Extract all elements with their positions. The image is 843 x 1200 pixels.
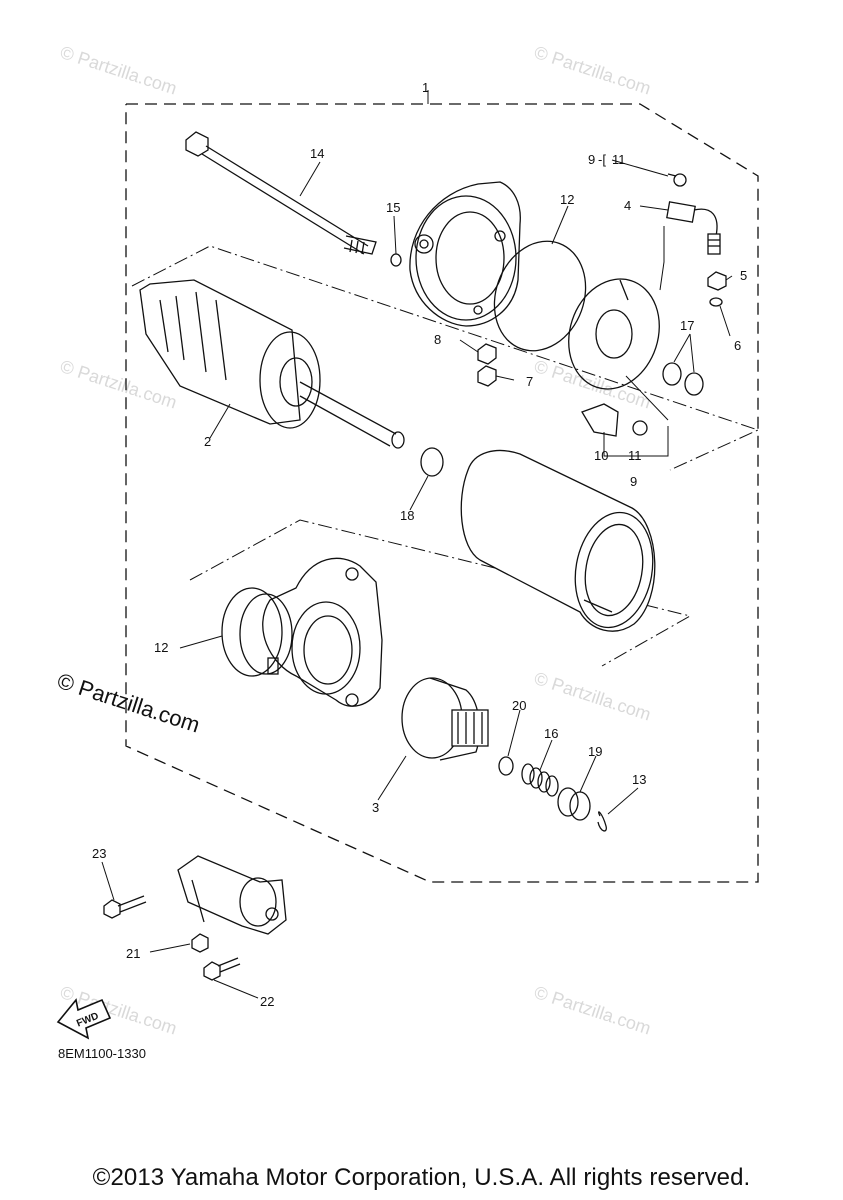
callout-18: 18	[400, 508, 414, 523]
rear-cover	[409, 181, 521, 327]
washer-6	[709, 297, 723, 307]
callout-14: 14	[310, 146, 324, 161]
callout-3: 3	[372, 800, 379, 815]
callout-9-bottom: 9	[630, 474, 637, 489]
callout-12-lower: 12	[154, 640, 168, 655]
callout-17: 17	[680, 318, 694, 333]
callout-1: 1	[422, 80, 429, 95]
callout-23: 23	[92, 846, 106, 861]
diagram-part-code: 8EM1100-1330	[58, 1046, 146, 1061]
callout-22: 22	[260, 994, 274, 1009]
o-ring-small	[390, 253, 402, 267]
callout-19: 19	[588, 744, 602, 759]
ring-20	[498, 756, 514, 776]
brush-holder-10	[581, 403, 619, 437]
front-cover	[262, 557, 383, 707]
callout-16: 16	[544, 726, 558, 741]
bolt-22	[203, 957, 241, 981]
starter-pinion-clutch	[401, 677, 489, 761]
armature	[139, 279, 405, 449]
brush-with-lead	[666, 201, 721, 255]
collar-19	[557, 787, 591, 821]
nut-5	[707, 271, 727, 291]
callout-21: 21	[126, 946, 140, 961]
o-ring-large-upper	[493, 240, 587, 352]
washer-17a	[662, 362, 682, 386]
callout-10: 10	[594, 448, 608, 463]
callout-4: 4	[624, 198, 631, 213]
callout-5: 5	[740, 268, 747, 283]
callout-20: 20	[512, 698, 526, 713]
washer-17b	[684, 372, 704, 396]
starter-motor-assembled	[177, 855, 287, 935]
washer-18	[420, 447, 444, 477]
fwd-arrow	[56, 998, 112, 1040]
callout-9-top: 9	[588, 152, 595, 167]
nut-8	[477, 343, 497, 365]
callout-11: 11	[628, 448, 642, 463]
callout-9-range: 11	[612, 152, 626, 167]
callout-15: 15	[386, 200, 400, 215]
brush-holder-11	[632, 420, 648, 436]
callout-6: 6	[734, 338, 741, 353]
callout-9-range-bracket: -[	[598, 152, 606, 167]
nut-21	[191, 933, 209, 953]
spring-16	[521, 763, 559, 797]
nut-7	[477, 365, 497, 387]
assembly-border	[125, 103, 759, 883]
callout-2: 2	[204, 434, 211, 449]
brush-holder-plate	[568, 278, 660, 390]
leader-lines	[101, 159, 733, 999]
callout-13: 13	[632, 772, 646, 787]
copyright-notice: ©2013 Yamaha Motor Corporation, U.S.A. A…	[92, 1164, 751, 1191]
bolt-23	[103, 895, 147, 919]
through-bolt	[185, 131, 377, 255]
lower-plane	[189, 519, 692, 667]
circlip-13	[597, 811, 607, 832]
brush-spring	[667, 173, 687, 187]
o-ring-large-lower	[221, 587, 283, 677]
upper-plane	[131, 245, 760, 471]
callout-12-upper: 12	[560, 192, 574, 207]
callout-8: 8	[434, 332, 441, 347]
callout-7: 7	[526, 374, 533, 389]
yoke-housing	[460, 449, 656, 632]
